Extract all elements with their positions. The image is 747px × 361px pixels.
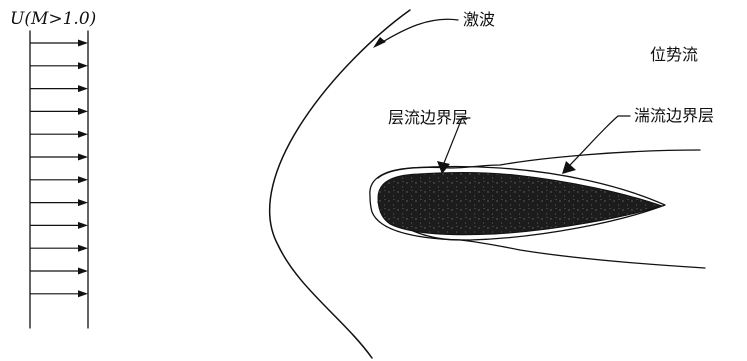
velocity-arrow-head	[78, 62, 88, 70]
turbulent-leader-arrowhead	[562, 161, 576, 174]
velocity-arrow-head	[78, 290, 88, 298]
shock-wave-curve	[268, 9, 411, 359]
airfoil-body	[377, 172, 664, 236]
shock-leader-arrowhead	[373, 37, 386, 48]
turbulent-leader-line	[567, 115, 631, 168]
potential-flow-label: 位势流	[650, 45, 698, 64]
velocity-arrow-head	[78, 130, 88, 138]
velocity-arrow-head	[78, 176, 88, 184]
turbulent-boundary-layer-label: 湍流边界层	[634, 106, 714, 125]
velocity-arrow-head	[78, 244, 88, 252]
laminar-boundary-layer-label: 层流边界层	[388, 108, 468, 127]
laminar-leader-line	[443, 117, 471, 164]
laminar-layer-outline	[369, 165, 666, 241]
shock-label: 激波	[463, 10, 495, 29]
velocity-arrow-head	[78, 107, 88, 115]
laminar-leader-arrowhead	[437, 161, 450, 174]
shock-leader-line	[375, 18, 459, 47]
velocity-arrow-head	[78, 267, 88, 275]
velocity-arrows	[30, 39, 88, 298]
velocity-arrow-head	[78, 85, 88, 93]
freestream-velocity-label: U(M>1.0)	[10, 9, 96, 29]
velocity-arrow-head	[78, 153, 88, 161]
velocity-arrow-head	[78, 221, 88, 229]
velocity-arrow-head	[78, 39, 88, 47]
velocity-arrow-head	[78, 199, 88, 207]
